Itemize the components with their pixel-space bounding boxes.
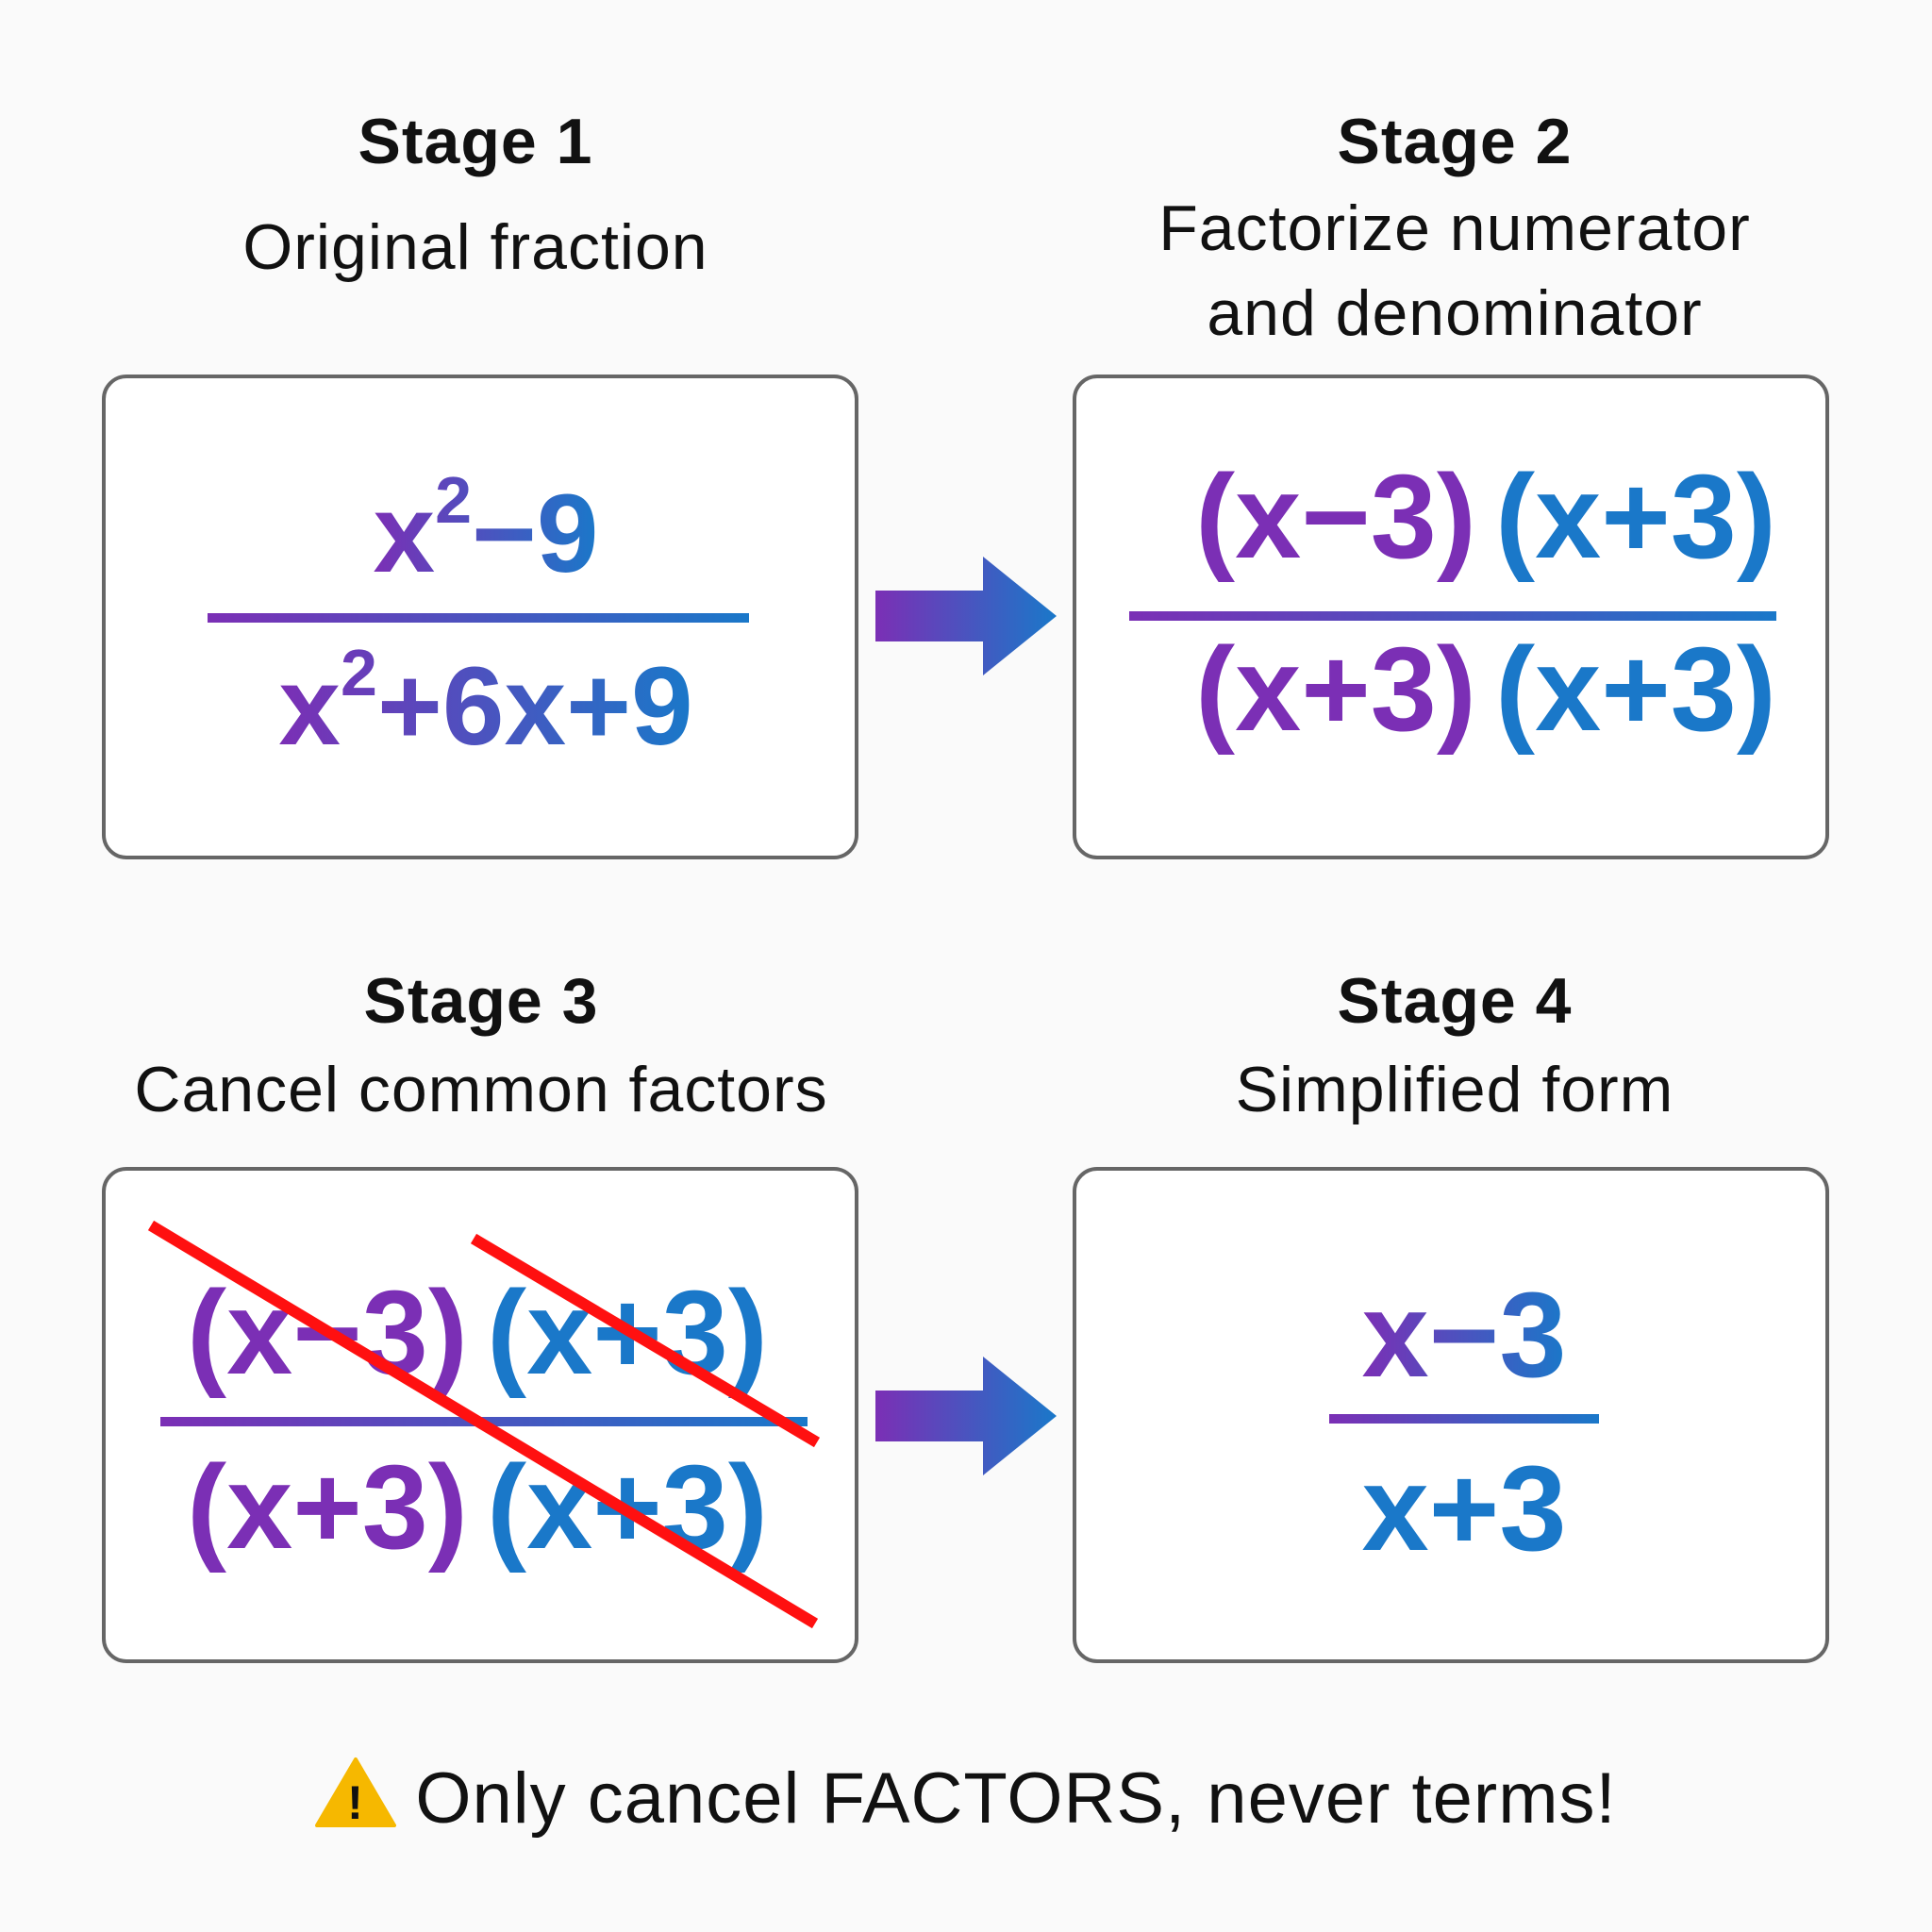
stage-2-num-factor-2: (x+3) xyxy=(1495,450,1776,583)
stage-1-fraction: x2−9 x2+6x+9 xyxy=(208,463,749,769)
stage-2-fraction-bar xyxy=(1129,611,1776,621)
stage-1-card: x2−9 x2+6x+9 xyxy=(102,375,858,859)
stage-1-numerator: x2−9 xyxy=(373,463,598,596)
warning-note: ! Only cancel FACTORS, never terms! xyxy=(0,1757,1932,1841)
stage-1-title: Stage 1 xyxy=(358,106,593,177)
stage-1-num-exponent: 2 xyxy=(435,463,472,537)
stage-1-den-base: x xyxy=(278,644,341,769)
stage-4-title: Stage 4 xyxy=(1337,965,1573,1037)
stage-2-den-factor-2: (x+3) xyxy=(1495,623,1776,756)
stage-2-description-line-2: and denominator xyxy=(1207,277,1703,349)
stage-4-denominator: x+3 xyxy=(1361,1441,1566,1576)
stage-2-fraction: (x−3) (x+3) (x+3) (x+3) xyxy=(1129,450,1776,756)
stage-3-description: Cancel common factors xyxy=(134,1054,828,1125)
stage-2-den-factor-1: (x+3) xyxy=(1195,623,1476,756)
right-arrow-icon xyxy=(875,1357,1057,1475)
stage-3-card: (x−3) (x+3) (x+3) (x+3) xyxy=(102,1167,858,1663)
stage-2-header: Stage 2 Factorize numerator and denomina… xyxy=(1030,109,1879,355)
stage-1-num-rest: −9 xyxy=(472,472,599,596)
stage-4-card: x−3 x+3 xyxy=(1073,1167,1829,1663)
stage-1-description: Original fraction xyxy=(242,211,708,283)
stage-1-den-exponent: 2 xyxy=(341,636,377,709)
stage-2-title: Stage 2 xyxy=(1337,106,1573,177)
stage-2-card: (x−3) (x+3) (x+3) (x+3) xyxy=(1073,375,1829,859)
stage-3-fraction: (x−3) (x+3) (x+3) (x+3) xyxy=(147,1220,821,1629)
cancel-strike-line-long xyxy=(147,1220,819,1629)
warning-triangle-icon: ! xyxy=(315,1757,397,1828)
stage-3-title: Stage 3 xyxy=(363,965,599,1037)
stage-4-fraction-bar xyxy=(1329,1414,1599,1424)
stage-2-num-factor-1: (x−3) xyxy=(1195,450,1476,583)
stage-4-description: Simplified form xyxy=(1235,1054,1674,1125)
stage-2-description-line-1: Factorize numerator xyxy=(1158,192,1751,264)
stage-4-numerator: x−3 xyxy=(1361,1268,1566,1403)
warning-icon-glyph: ! xyxy=(348,1776,365,1828)
stage-3-den-factor-1: (x+3) xyxy=(187,1441,468,1574)
right-arrow-icon xyxy=(875,557,1057,675)
stage-1-fraction-bar xyxy=(208,613,749,623)
stage-1-num-base: x xyxy=(373,472,435,596)
cancel-strike-line-short xyxy=(470,1233,821,1448)
stage-3-header: Stage 3 Cancel common factors xyxy=(57,969,906,1131)
stage-4-header: Stage 4 Simplified form xyxy=(1030,969,1879,1131)
stage-1-header: Stage 1 Original fraction xyxy=(51,109,900,289)
stage-4-fraction: x−3 x+3 xyxy=(1329,1268,1599,1576)
warning-text: Only cancel FACTORS, never terms! xyxy=(415,1758,1617,1839)
stage-1-den-rest: +6x+9 xyxy=(377,644,693,769)
stage-1-denominator: x2+6x+9 xyxy=(278,636,692,769)
